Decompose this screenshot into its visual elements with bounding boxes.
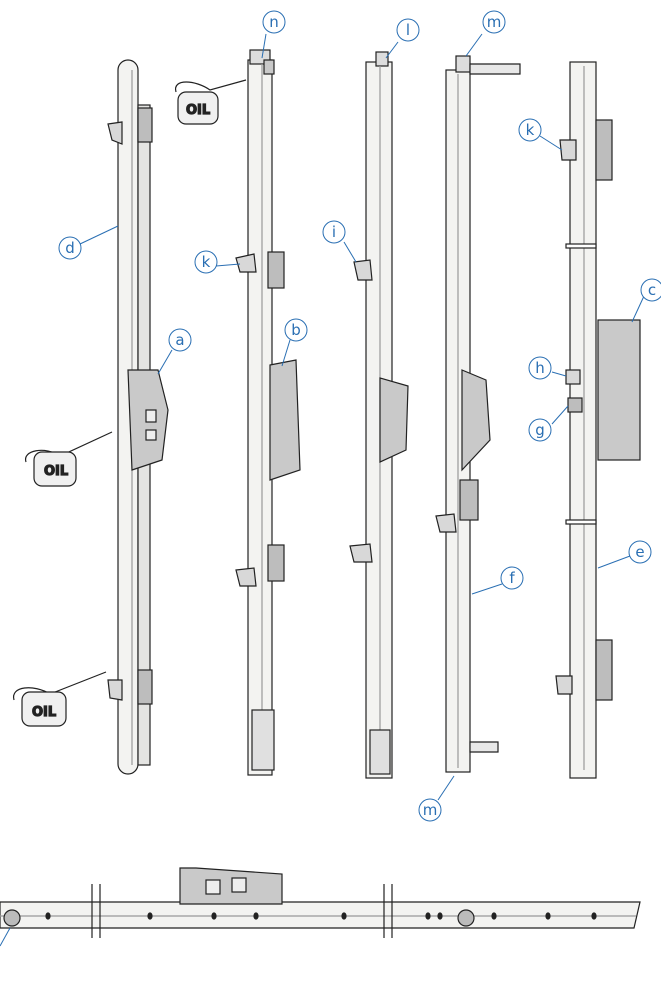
svg-text:m: m <box>487 13 502 31</box>
svg-text:d: d <box>65 239 75 257</box>
svg-text:g: g <box>535 421 545 439</box>
svg-text:OIL: OIL <box>186 103 210 118</box>
callout-d: d <box>58 225 119 260</box>
lock-strip-b <box>235 49 301 776</box>
callout-m-bottom: m <box>418 775 455 822</box>
svg-text:l: l <box>406 21 410 39</box>
callout-b: b <box>281 318 308 367</box>
callout-a: a <box>157 328 192 375</box>
oil-can-top: OIL <box>175 79 247 125</box>
callout-g: g <box>528 405 569 442</box>
callout-m-top: m <box>465 10 506 57</box>
oil-can-bottom: OIL <box>13 671 107 727</box>
callout-i: i <box>322 220 357 263</box>
svg-text:h: h <box>535 359 545 377</box>
lock-strip-i <box>349 51 409 779</box>
callout-c: c <box>631 278 661 323</box>
callout-k-left: k <box>194 250 241 274</box>
svg-text:OIL: OIL <box>32 705 56 720</box>
callout-h: h <box>528 356 567 380</box>
svg-text:b: b <box>291 321 301 339</box>
svg-text:i: i <box>332 223 336 241</box>
svg-text:n: n <box>269 13 279 31</box>
callout-l: l <box>385 18 420 59</box>
svg-text:k: k <box>526 121 535 139</box>
svg-text:a: a <box>175 331 184 349</box>
callout-k-right: k <box>518 118 563 151</box>
svg-text:c: c <box>648 281 656 299</box>
svg-text:OIL: OIL <box>44 464 68 479</box>
callout-f: f <box>471 566 524 595</box>
lock-strip-f <box>435 55 521 773</box>
horizontal-lock-strip <box>0 867 641 938</box>
lock-strip-e <box>555 61 641 779</box>
leader-partial <box>0 927 11 947</box>
svg-text:m: m <box>423 801 438 819</box>
svg-text:e: e <box>635 543 644 561</box>
lock-strip-d <box>107 59 169 775</box>
svg-text:k: k <box>202 253 211 271</box>
callout-e: e <box>597 540 652 569</box>
callout-n: n <box>261 10 286 59</box>
oil-can-middle: OIL <box>25 431 113 487</box>
svg-text:f: f <box>509 569 515 587</box>
